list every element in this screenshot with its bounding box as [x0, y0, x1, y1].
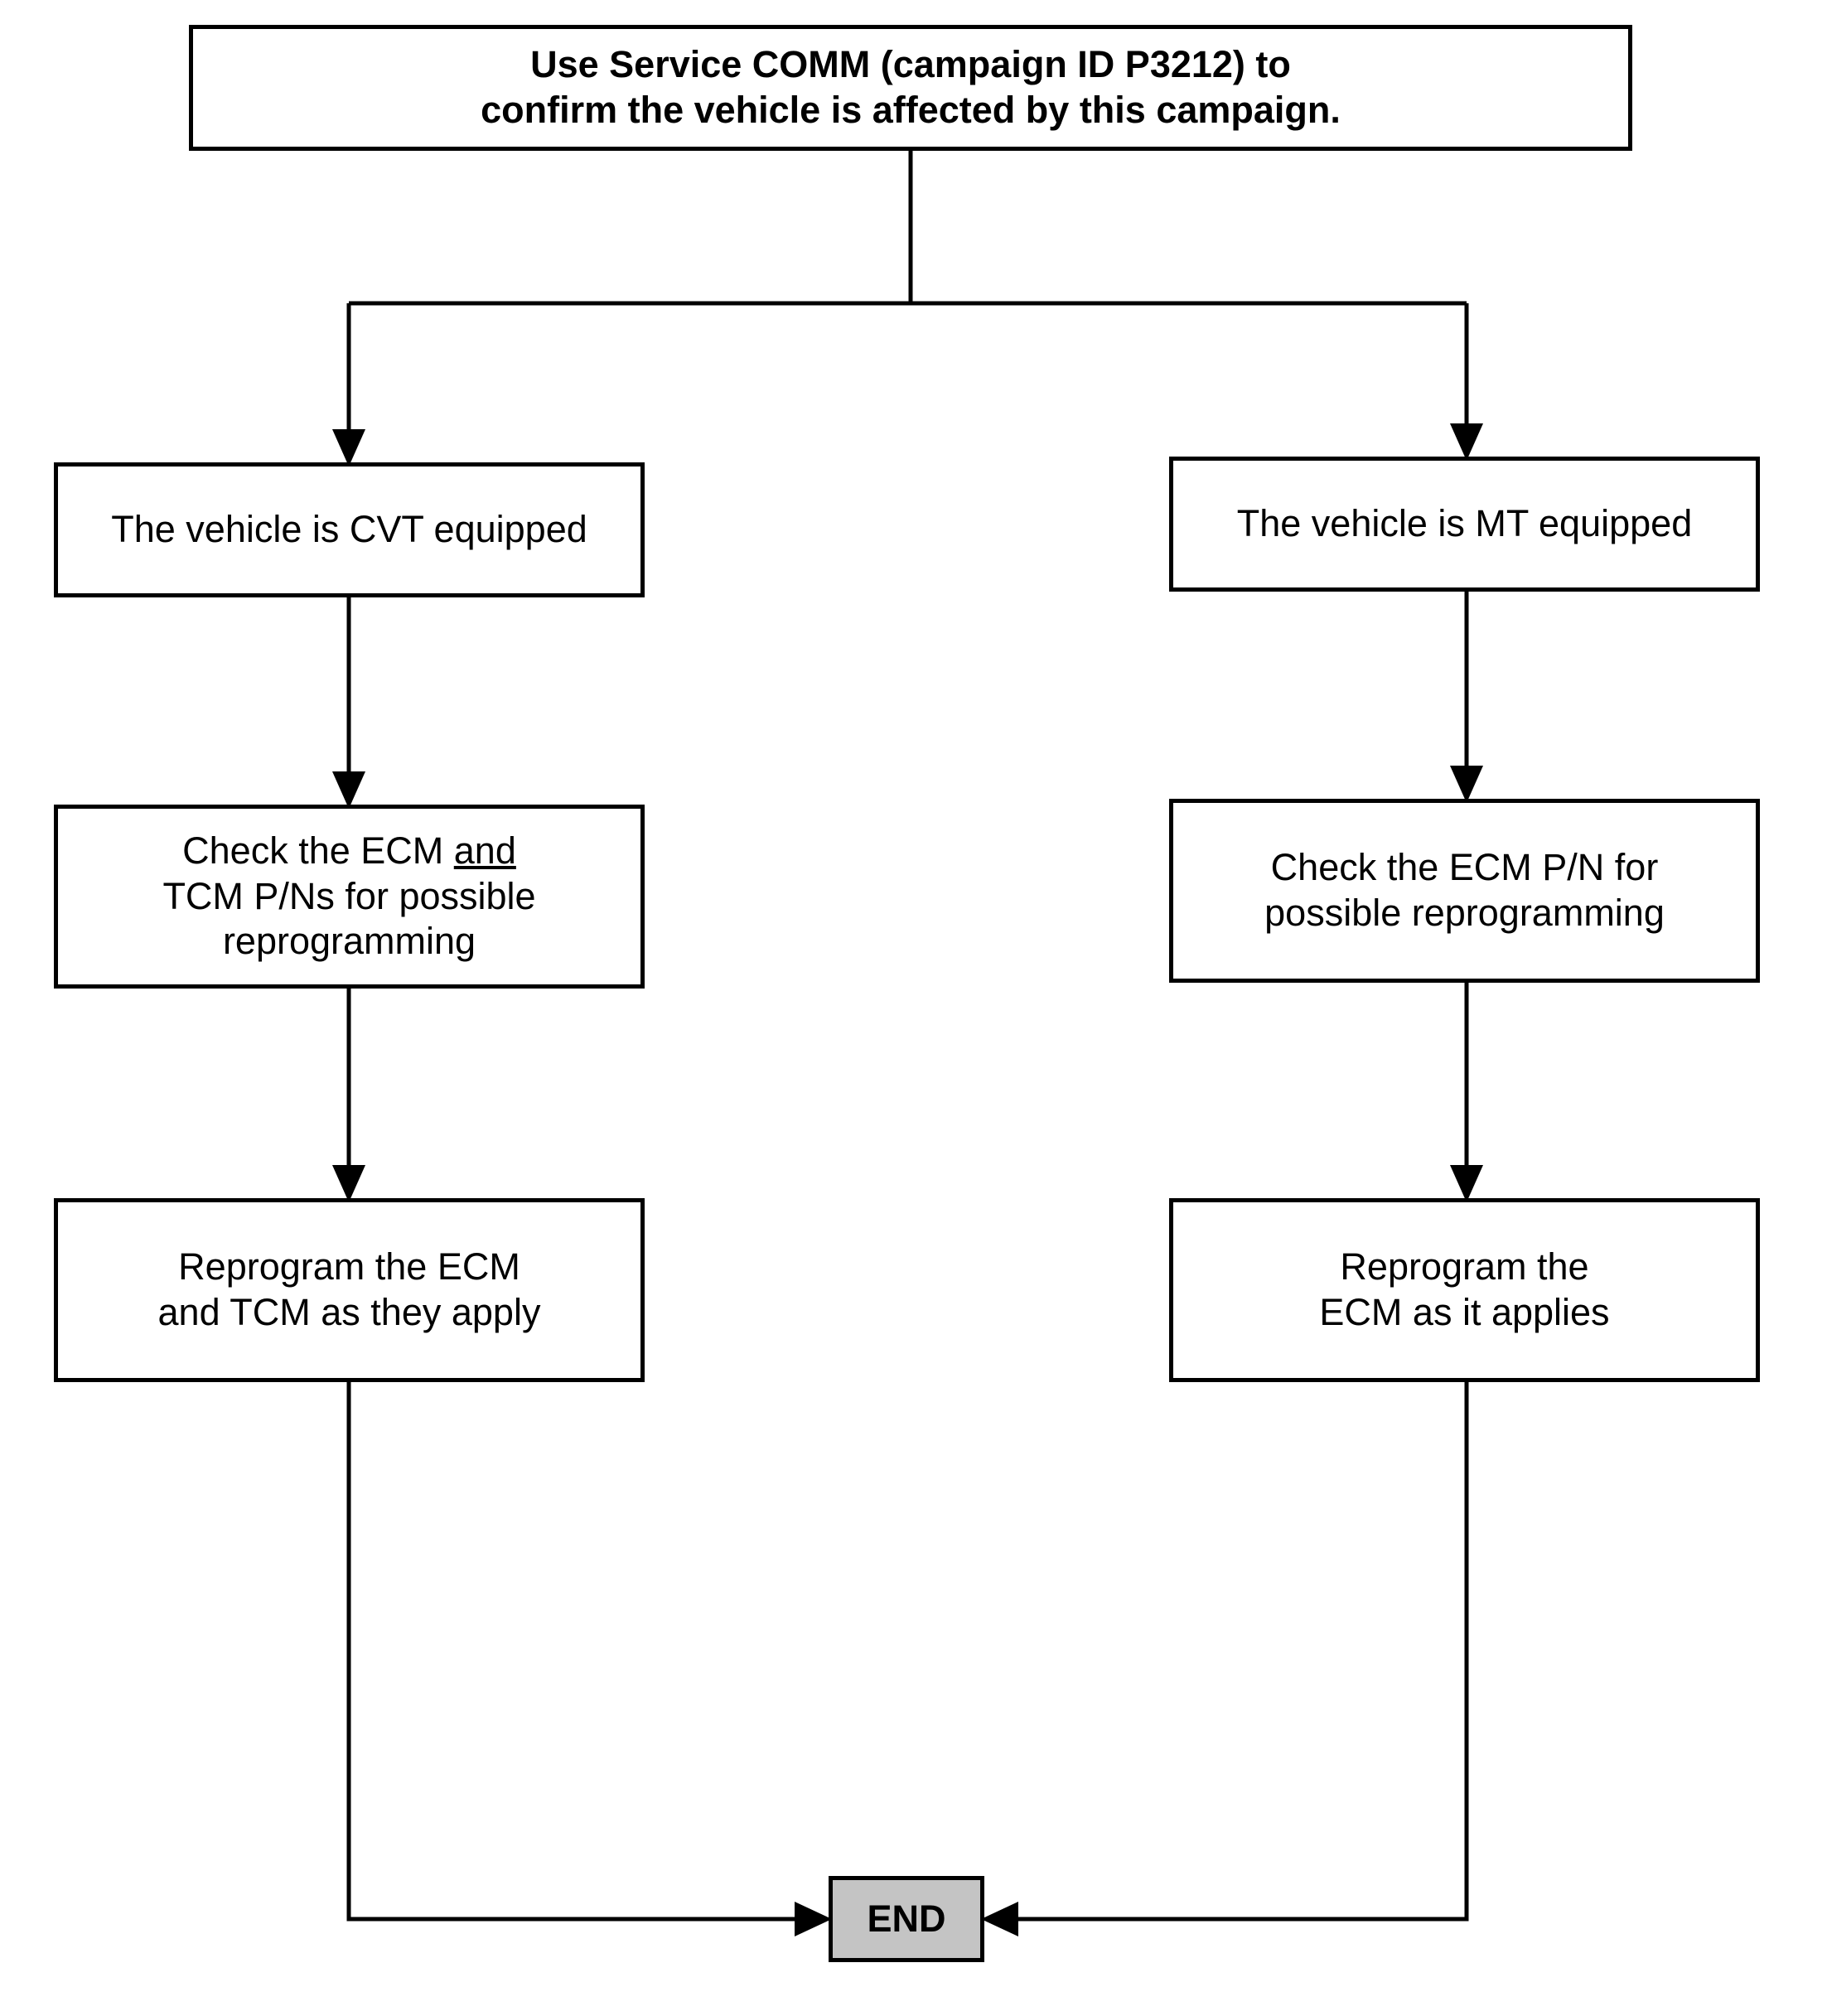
node-start-service-comm[interactable]: Use Service COMM (campaign ID P3212) to …	[189, 25, 1632, 151]
edge-reprogram-cvt-to-end	[346, 1382, 814, 1922]
arrowhead-split-to-cvt	[332, 429, 365, 467]
arrowhead-mt-to-end	[981, 1902, 1018, 1936]
node-end-terminator[interactable]: END	[829, 1876, 984, 1962]
node-end-label: END	[867, 1897, 946, 1940]
check-cvt-and-emphasis: and	[453, 829, 516, 872]
node-check-ecm-pn[interactable]: Check the ECM P/N for possible reprogram…	[1169, 799, 1760, 983]
node-reprogram-ecm-tcm[interactable]: Reprogram the ECM and TCM as they apply	[54, 1198, 645, 1382]
node-cvt-equipped[interactable]: The vehicle is CVT equipped	[54, 462, 645, 597]
node-check-mt-label: Check the ECM P/N for possible reprogram…	[1264, 846, 1665, 934]
node-mt-label: The vehicle is MT equipped	[1236, 502, 1693, 545]
edge-reprogram-mt-to-end	[999, 1382, 1469, 1922]
arrowhead-check-to-reprogram-mt	[1450, 1165, 1483, 1202]
check-cvt-line3: reprogramming	[222, 920, 476, 963]
arrowhead-cvt-to-end	[795, 1902, 832, 1936]
arrowhead-cvt-to-check	[332, 771, 365, 809]
arrowhead-split-to-mt	[1450, 423, 1483, 461]
node-reprogram-mt-label: Reprogram the ECM as it applies	[1319, 1245, 1610, 1333]
node-reprogram-cvt-label: Reprogram the ECM and TCM as they apply	[157, 1245, 541, 1333]
check-cvt-line2: TCM P/Ns for possible	[162, 874, 536, 917]
node-start-label: Use Service COMM (campaign ID P3212) to …	[481, 43, 1341, 131]
node-mt-equipped[interactable]: The vehicle is MT equipped	[1169, 457, 1760, 592]
node-cvt-label: The vehicle is CVT equipped	[111, 508, 587, 551]
arrowhead-check-to-reprogram-cvt	[332, 1165, 365, 1202]
node-reprogram-ecm[interactable]: Reprogram the ECM as it applies	[1169, 1198, 1760, 1382]
check-cvt-line1-prefix: Check the ECM	[182, 829, 454, 872]
arrowhead-mt-to-check	[1450, 766, 1483, 803]
